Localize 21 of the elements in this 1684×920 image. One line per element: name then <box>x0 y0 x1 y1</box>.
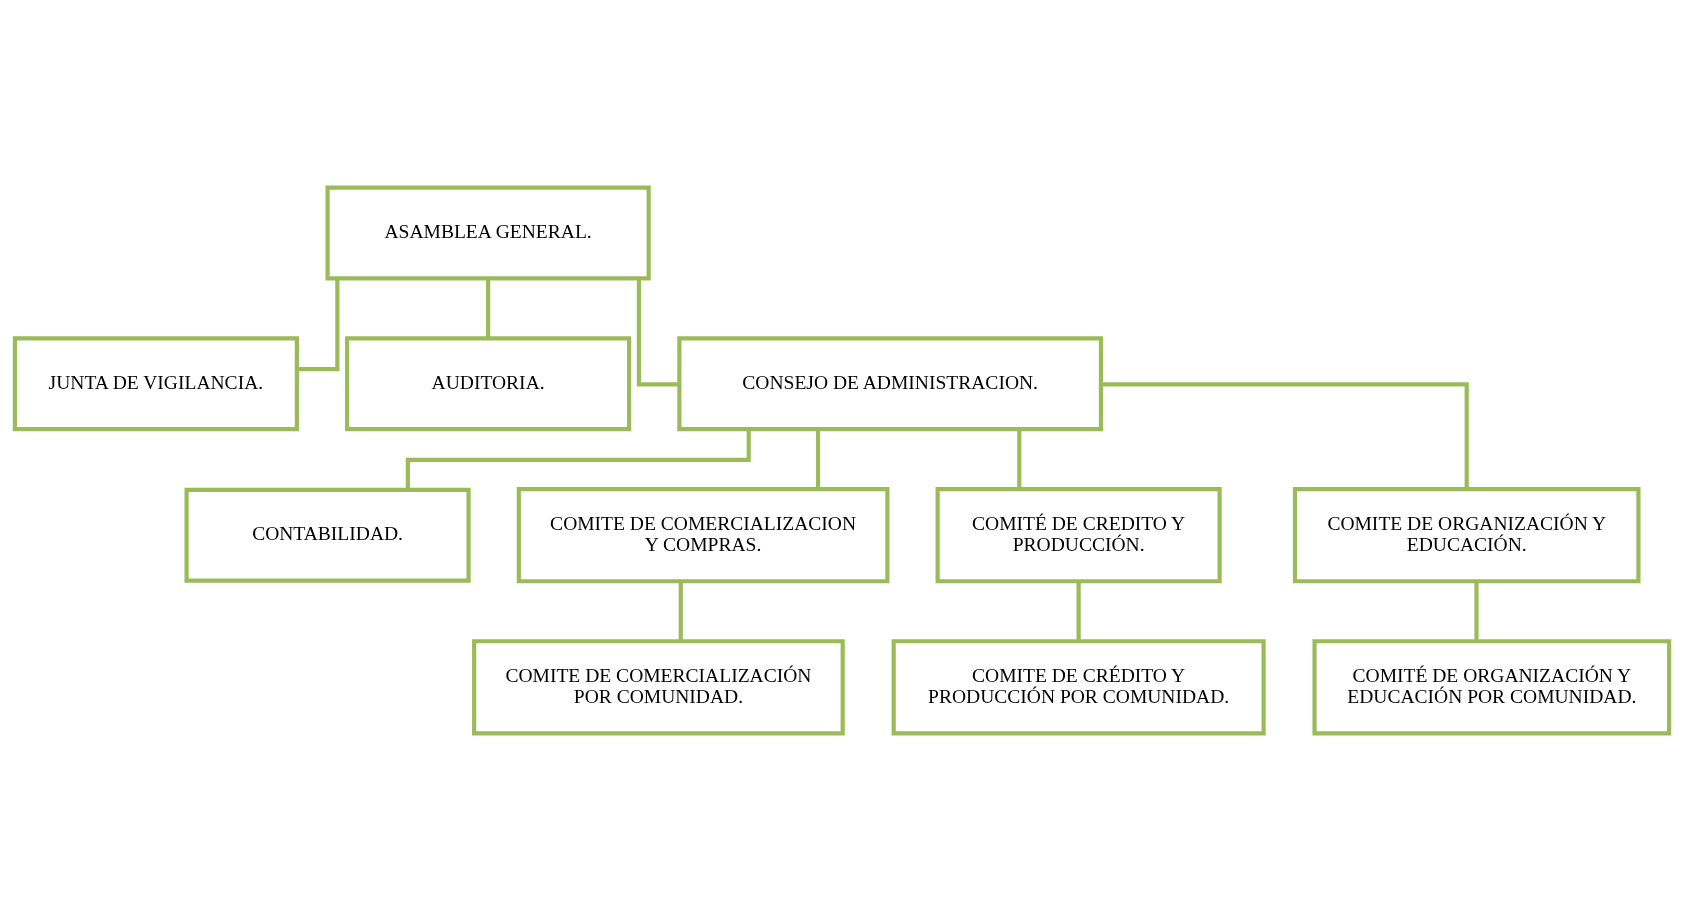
node-box: CONTABILIDAD. <box>184 487 471 583</box>
connector <box>297 278 340 371</box>
node-box: COMITÉ DE ORGANIZACIÓN Y EDUCACIÓN POR COMUNIDAD. <box>1312 638 1672 735</box>
connector <box>636 277 680 386</box>
node-box: ASAMBLEA GENERAL. <box>325 185 651 280</box>
node-box: COMITE DE ORGANIZACIÓN Y EDUCACIÓN. <box>1292 486 1641 583</box>
connector <box>1076 581 1081 641</box>
node-box: COMITE DE CRÉDITO Y PRODUCCIÓN POR COMUNIDAD. <box>891 638 1266 735</box>
node-box: CONSEJO DE ADMINISTRACION. <box>677 335 1104 431</box>
node-box: COMITÉ DE CREDITO Y PRODUCCIÓN. <box>935 486 1222 583</box>
connector <box>1017 428 1022 489</box>
connector <box>486 278 491 338</box>
node-box: JUNTA DE VIGILANCIA. <box>12 335 299 431</box>
connector <box>678 581 683 641</box>
connector <box>1474 581 1479 641</box>
connector <box>405 428 751 490</box>
node-box: COMITE DE COMERCIALIZACION Y COMPRAS. <box>516 486 890 583</box>
connector <box>815 428 821 489</box>
node-box: AUDITORIA. <box>345 335 632 431</box>
node-box: COMITE DE COMERCIALIZACIÓN POR COMUNIDAD. <box>472 638 845 735</box>
connector <box>1101 381 1469 489</box>
